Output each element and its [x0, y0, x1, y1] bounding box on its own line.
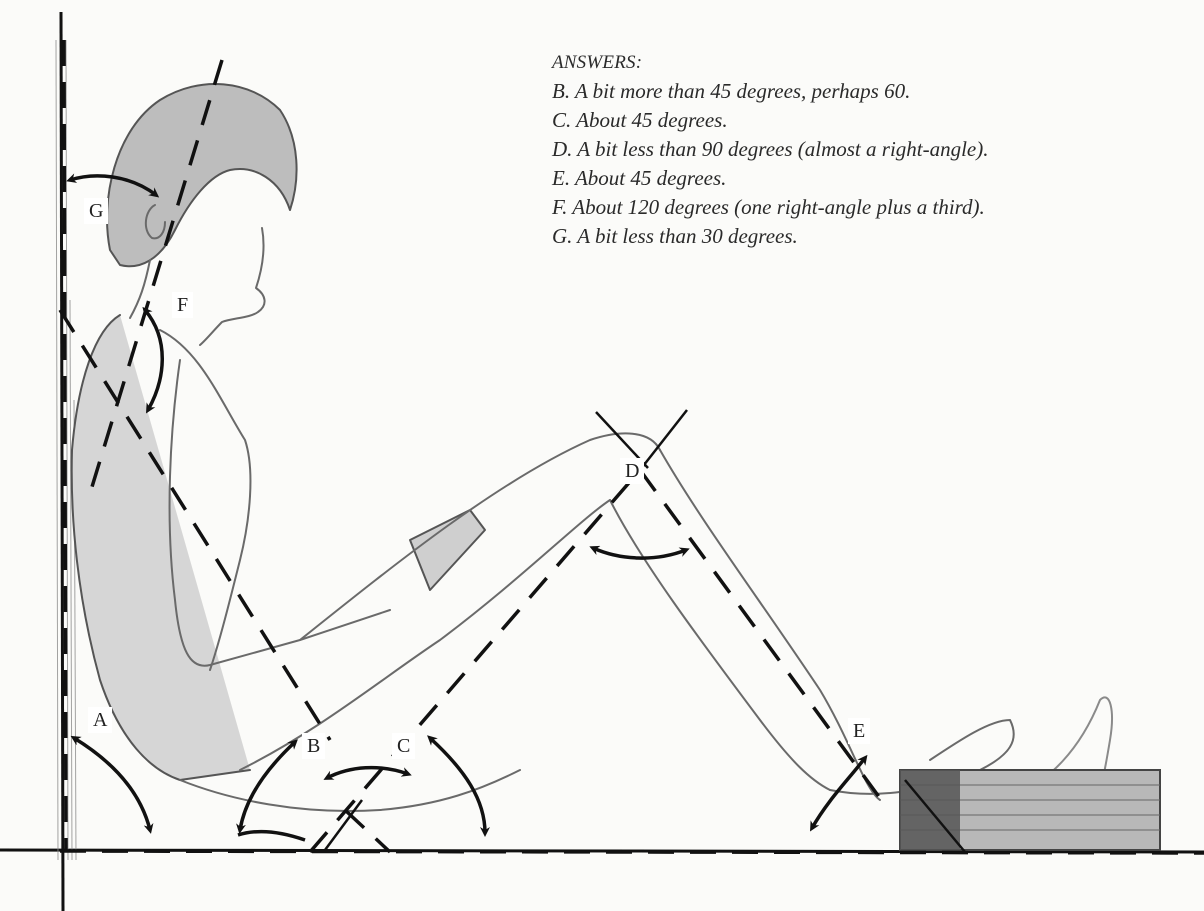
answer-e: E. About 45 degrees.	[552, 164, 1192, 193]
arc-b-top	[327, 768, 408, 778]
hair	[107, 84, 297, 266]
label-e: E	[848, 718, 870, 744]
hip-cross	[325, 800, 362, 850]
answer-f: F. About 120 degrees (one right-angle pl…	[552, 193, 1192, 222]
book	[410, 510, 485, 590]
hip-axis	[345, 810, 390, 852]
answer-d: D. A bit less than 90 degrees (almost a …	[552, 135, 1192, 164]
arc-b-hook	[238, 832, 305, 840]
label-f: F	[172, 292, 193, 318]
face	[200, 228, 265, 345]
foot-block	[900, 770, 1160, 850]
arc-f	[145, 310, 162, 410]
answer-g: G. A bit less than 30 degrees.	[552, 222, 1192, 251]
label-c: C	[392, 733, 415, 759]
label-a: A	[88, 707, 112, 733]
label-g: G	[84, 198, 108, 224]
answers-heading: ANSWERS:	[552, 48, 1192, 77]
shin-axis	[640, 470, 885, 805]
knee-line-2	[640, 410, 687, 470]
wall-axis	[64, 40, 66, 850]
answer-b: B. A bit more than 45 degrees, perhaps 6…	[552, 77, 1192, 106]
label-b: B	[302, 733, 325, 759]
shin	[660, 450, 880, 800]
answers-panel: ANSWERS: B. A bit more than 45 degrees, …	[552, 48, 1192, 251]
arc-c	[430, 738, 485, 833]
answer-c: C. About 45 degrees.	[552, 106, 1192, 135]
label-d: D	[620, 458, 644, 484]
